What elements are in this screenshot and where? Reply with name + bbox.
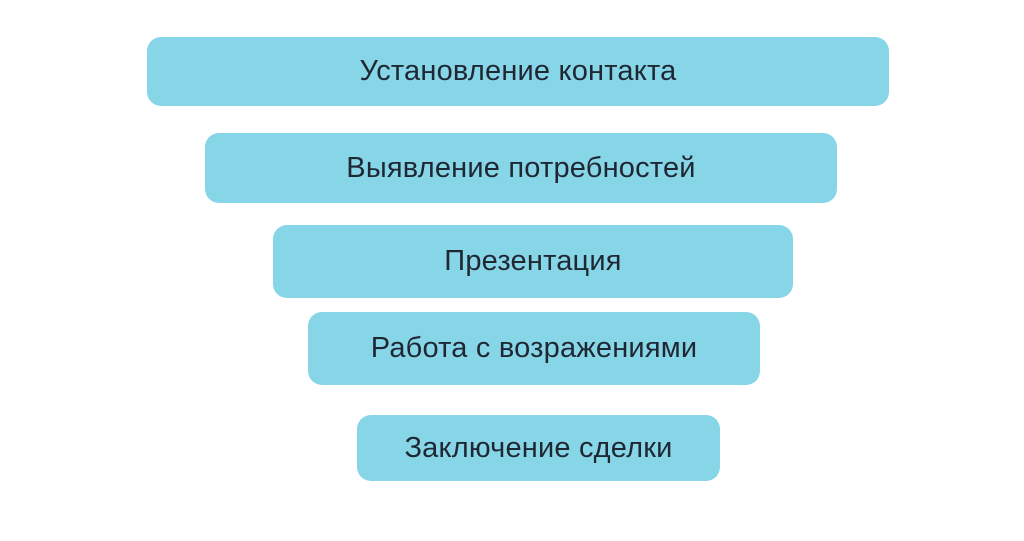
funnel-step-label: Работа с возражениями: [370, 332, 698, 365]
funnel-step-label: Презентация: [444, 245, 622, 278]
funnel-step: Работа с возражениями: [308, 312, 760, 385]
funnel-step: Выявление потребностей: [205, 133, 837, 203]
funnel-step: Презентация: [273, 225, 793, 298]
funnel-step: Заключение сделки: [357, 415, 720, 481]
funnel-step-label: Заключение сделки: [404, 431, 673, 464]
funnel-step: Установление контакта: [147, 37, 889, 106]
funnel-step-label: Установление контакта: [359, 55, 677, 88]
funnel-step-label: Выявление потребностей: [346, 151, 696, 184]
